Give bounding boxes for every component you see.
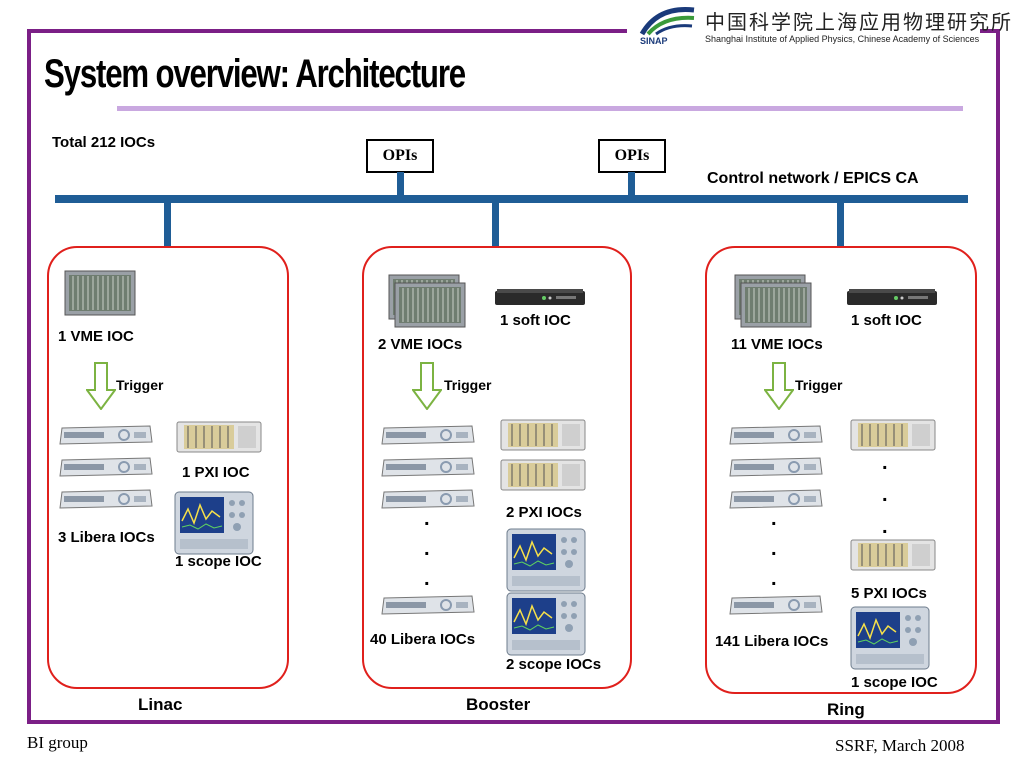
soft-ioc-server-icon xyxy=(494,287,586,309)
ellipsis-dot: . xyxy=(771,538,777,560)
oscilloscope-icon xyxy=(850,606,930,670)
slide-title: System overview: Architecture xyxy=(44,52,466,96)
ellipsis-dot: . xyxy=(882,452,888,474)
vme-crate-icon xyxy=(740,282,812,328)
linac-trigger-label: Trigger xyxy=(116,377,164,393)
bus-drop-booster xyxy=(492,202,499,246)
footer-left: BI group xyxy=(27,733,88,752)
logo-short-name: SINAP xyxy=(640,36,668,46)
ring-group xyxy=(705,246,977,694)
ring-pxi-label: 5 PXI IOCs xyxy=(851,585,927,602)
opi-box-left: OPIs xyxy=(366,139,434,173)
pxi-chassis-icon xyxy=(500,458,586,492)
trigger-arrow-icon xyxy=(764,362,794,410)
frame-bottom-border xyxy=(27,720,1000,724)
libera-device-icon xyxy=(728,594,824,616)
libera-device-icon xyxy=(728,456,824,478)
linac-name: Linac xyxy=(138,695,183,714)
ring-name: Ring xyxy=(827,700,865,719)
linac-pxi-label: 1 PXI IOC xyxy=(182,464,250,481)
booster-name: Booster xyxy=(466,695,531,714)
booster-vme-label: 2 VME IOCs xyxy=(378,336,463,353)
booster-libera-label: 40 Libera IOCs xyxy=(370,631,476,648)
ellipsis-dot: . xyxy=(771,508,777,530)
opi-label: OPIs xyxy=(382,147,418,164)
booster-pxi-label: 2 PXI IOCs xyxy=(506,504,582,521)
institute-logo: SINAP 中国科学院上海应用物理研究所 Shanghai Institute … xyxy=(630,2,1011,52)
footer-right: SSRF, March 2008 xyxy=(835,736,965,755)
ellipsis-dot: . xyxy=(424,508,430,530)
ring-scope-label: 1 scope IOC xyxy=(851,674,938,691)
ellipsis-dot: . xyxy=(882,516,888,538)
vme-crate-icon xyxy=(394,282,466,328)
booster-group xyxy=(362,246,632,689)
pxi-chassis-icon xyxy=(500,418,586,452)
oscilloscope-icon xyxy=(174,491,254,555)
ring-libera-label: 141 Libera IOCs xyxy=(715,633,829,650)
opi-box-right: OPIs xyxy=(598,139,666,173)
booster-trigger-label: Trigger xyxy=(444,377,492,393)
booster-scope-label: 2 scope IOCs xyxy=(506,656,602,673)
ring-trigger-label: Trigger xyxy=(795,377,843,393)
frame-left-border xyxy=(27,29,31,724)
libera-device-icon xyxy=(380,424,476,446)
ring-vme-label: 11 VME IOCs xyxy=(731,336,823,353)
trigger-arrow-icon xyxy=(412,362,442,410)
libera-device-icon xyxy=(380,594,476,616)
opi-link-left xyxy=(397,172,404,196)
total-iocs-label: Total 212 IOCs xyxy=(52,134,156,151)
libera-device-icon xyxy=(58,488,154,510)
libera-device-icon xyxy=(58,456,154,478)
ellipsis-dot: . xyxy=(424,538,430,560)
libera-device-icon xyxy=(380,456,476,478)
oscilloscope-icon xyxy=(506,528,586,592)
ellipsis-dot: . xyxy=(771,568,777,590)
linac-group xyxy=(47,246,289,689)
pxi-chassis-icon xyxy=(850,418,936,452)
pxi-chassis-icon xyxy=(176,420,262,454)
linac-vme-label: 1 VME IOC xyxy=(58,328,134,345)
libera-device-icon xyxy=(380,488,476,510)
control-network-bus xyxy=(55,195,968,203)
opi-label: OPIs xyxy=(614,147,650,164)
frame-right-border xyxy=(996,29,1000,724)
pxi-chassis-icon xyxy=(850,538,936,572)
bus-drop-linac xyxy=(164,202,171,246)
linac-libera-label: 3 Libera IOCs xyxy=(58,529,155,546)
trigger-arrow-icon xyxy=(86,362,116,410)
sinap-logo-icon xyxy=(639,7,695,36)
network-label: Control network / EPICS CA xyxy=(707,170,919,187)
ellipsis-dot: . xyxy=(424,568,430,590)
libera-device-icon xyxy=(58,424,154,446)
libera-device-icon xyxy=(728,424,824,446)
frame-top-border xyxy=(27,29,627,33)
vme-crate-icon xyxy=(64,270,136,316)
ellipsis-dot: . xyxy=(882,484,888,506)
ring-soft-label: 1 soft IOC xyxy=(851,312,922,329)
booster-soft-label: 1 soft IOC xyxy=(500,312,571,329)
logo-english-name: Shanghai Institute of Applied Physics, C… xyxy=(705,34,980,44)
linac-scope-label: 1 scope IOC xyxy=(175,553,262,570)
libera-device-icon xyxy=(728,488,824,510)
opi-link-right xyxy=(628,172,635,196)
title-underline xyxy=(117,106,963,111)
oscilloscope-icon xyxy=(506,592,586,656)
frame-top-border-right xyxy=(980,29,1000,33)
soft-ioc-server-icon xyxy=(846,287,938,309)
bus-drop-ring xyxy=(837,202,844,246)
logo-chinese-name: 中国科学院上海应用物理研究所 xyxy=(705,10,1013,34)
